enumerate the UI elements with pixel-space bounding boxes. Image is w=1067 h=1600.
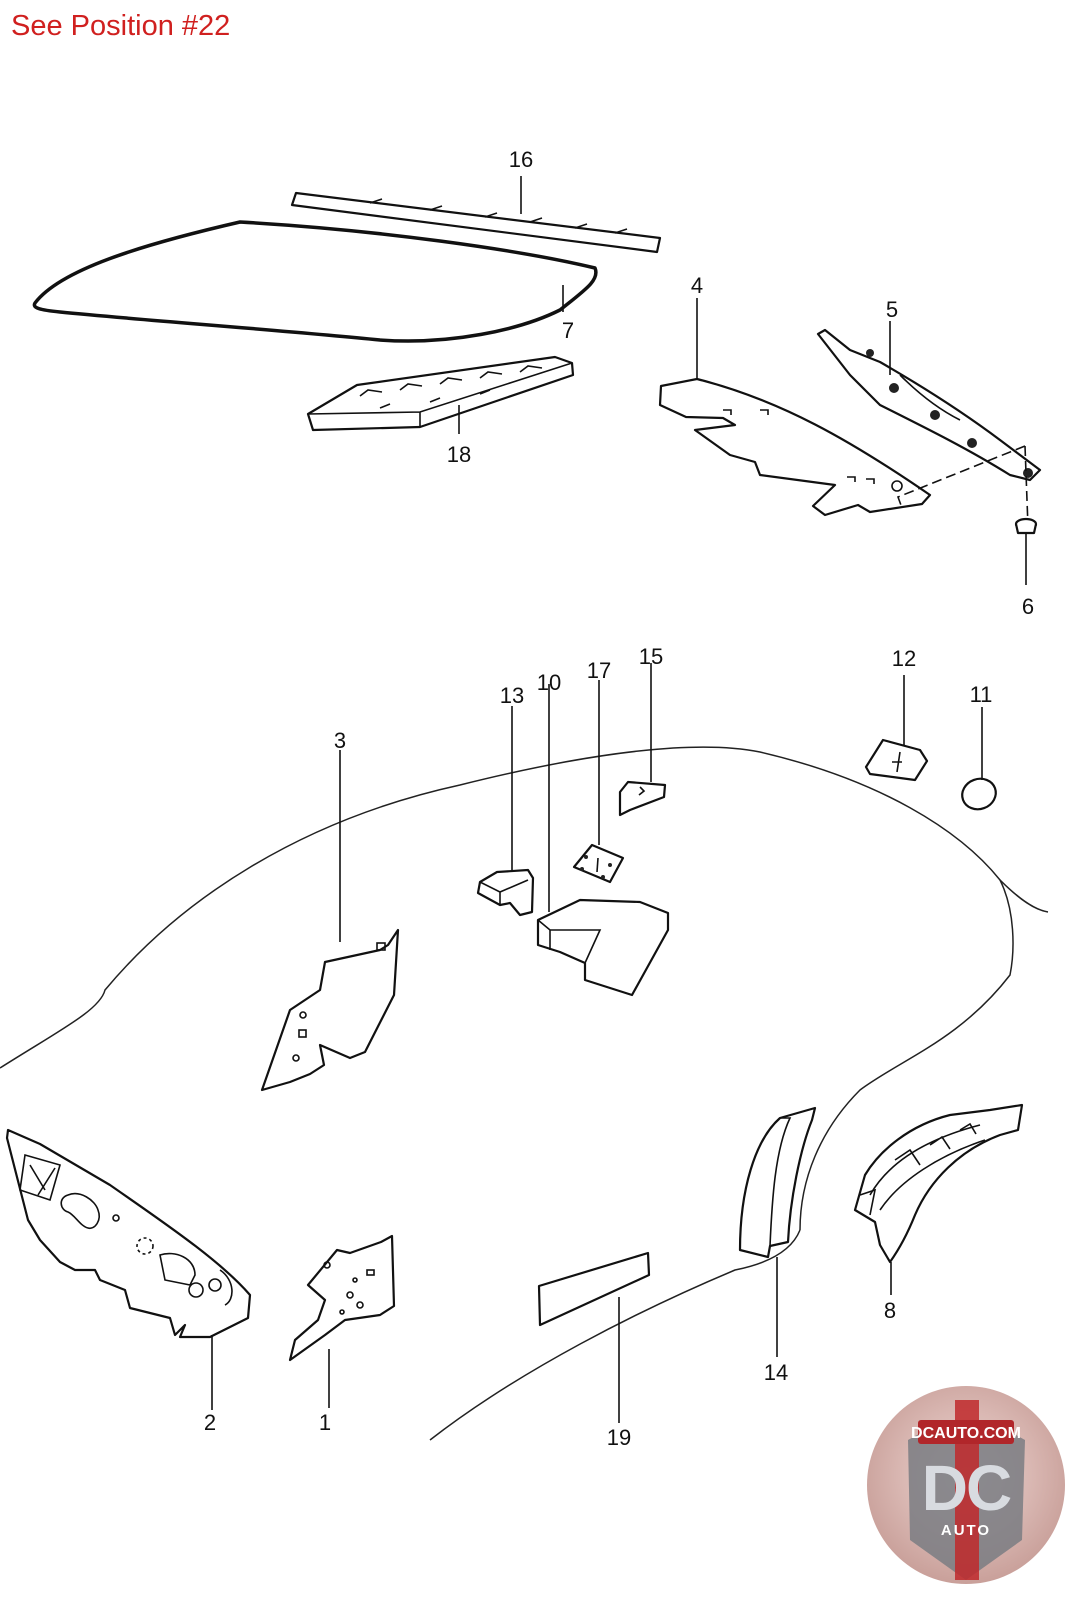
part-19[interactable] — [537, 1251, 651, 1423]
callout-11[interactable]: 11 — [970, 682, 993, 707]
part-8[interactable] — [853, 1103, 1024, 1295]
part-12[interactable] — [864, 675, 929, 782]
callout-13[interactable]: 13 — [500, 683, 524, 708]
callout-1[interactable]: 1 — [319, 1410, 331, 1435]
callout-3[interactable]: 3 — [334, 728, 346, 753]
part-15[interactable] — [618, 663, 667, 817]
logo-bottom-text: AUTO — [941, 1522, 991, 1539]
callout-18[interactable]: 18 — [447, 442, 471, 467]
callout-12[interactable]: 12 — [892, 646, 916, 671]
logo-top-text: DCAUTO.COM — [911, 1425, 1021, 1442]
callout-17[interactable]: 17 — [587, 658, 611, 683]
part-11[interactable] — [958, 707, 1000, 814]
logo-big-text: DC — [922, 1452, 1011, 1524]
part-3[interactable] — [260, 750, 400, 1092]
callout-4[interactable]: 4 — [691, 273, 703, 298]
part-1[interactable] — [288, 1234, 396, 1408]
part-4[interactable] — [658, 298, 932, 517]
part-16[interactable] — [290, 176, 662, 254]
part-10[interactable] — [536, 684, 670, 997]
part-5[interactable] — [816, 321, 1042, 528]
part-17[interactable] — [572, 680, 625, 884]
callout-labels: 16 7 18 4 5 6 3 13 10 17 15 12 11 2 1 19… — [204, 147, 1034, 1450]
part-7[interactable] — [32, 220, 598, 343]
part-2[interactable] — [5, 1128, 252, 1410]
part-18[interactable] — [306, 355, 575, 434]
part-6[interactable] — [1014, 517, 1038, 585]
callout-2[interactable]: 2 — [204, 1410, 216, 1435]
callout-6[interactable]: 6 — [1022, 594, 1034, 619]
callout-10[interactable]: 10 — [537, 670, 561, 695]
callout-14[interactable]: 14 — [764, 1360, 788, 1385]
callout-7[interactable]: 7 — [562, 318, 574, 343]
dcauto-logo: DCAUTO.COM DC AUTO — [867, 1386, 1065, 1584]
callout-19[interactable]: 19 — [607, 1425, 631, 1450]
callout-16[interactable]: 16 — [509, 147, 533, 172]
part-13[interactable] — [476, 706, 535, 917]
callout-15[interactable]: 15 — [639, 644, 663, 669]
callout-5[interactable]: 5 — [886, 297, 898, 322]
part-14[interactable] — [738, 1106, 817, 1357]
callout-8[interactable]: 8 — [884, 1298, 896, 1323]
see-position-link[interactable]: See Position #22 — [11, 10, 231, 42]
car-body-outline — [0, 746, 1049, 1441]
